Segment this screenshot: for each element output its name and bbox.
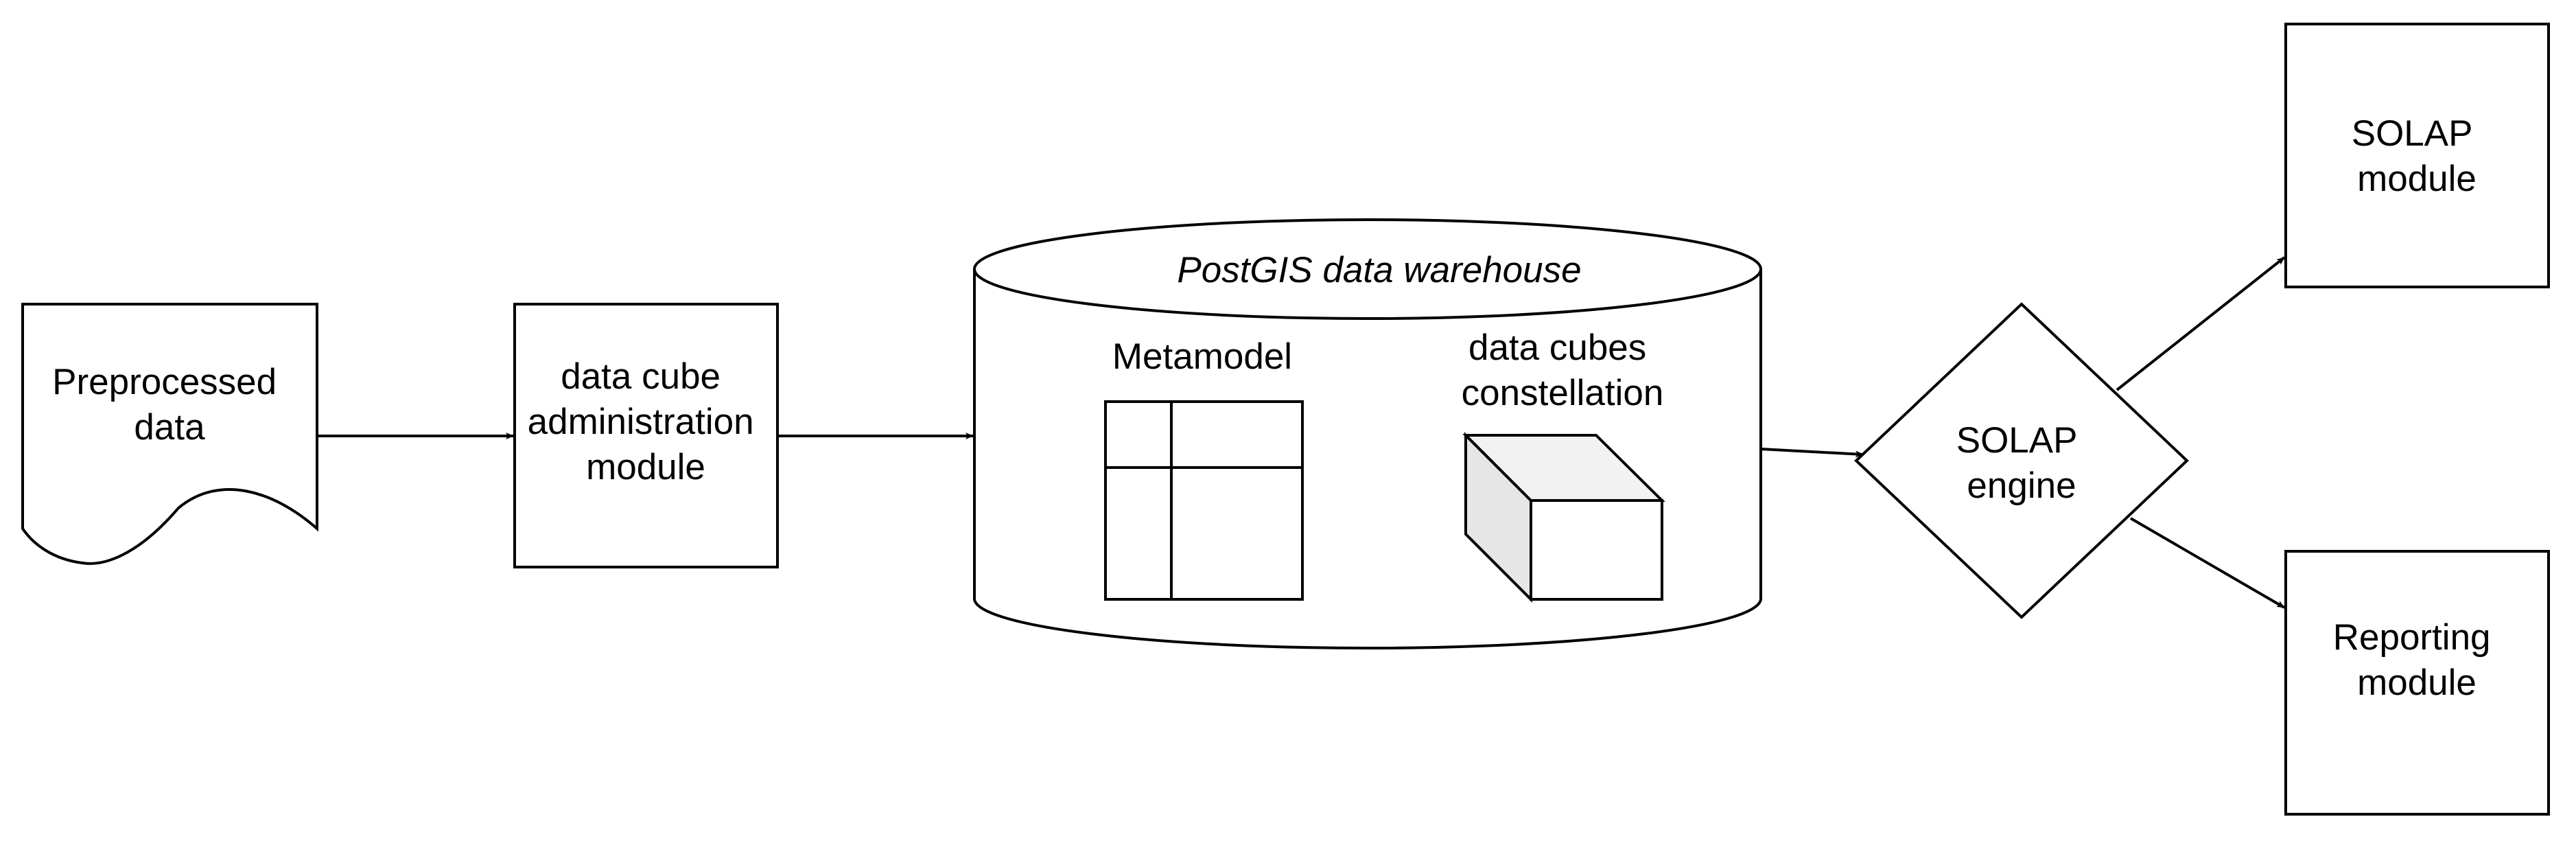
reporting-module-node: Reporting module	[2284, 550, 2550, 816]
admin-module-node: data cube administration module	[513, 303, 779, 568]
cubes-label-line-1: data cubes	[1468, 327, 1646, 368]
solap-module-node: SOLAP module	[2284, 23, 2550, 288]
reporting-label-line-2: module	[2357, 663, 2477, 703]
admin-label-line-3: module	[586, 447, 705, 487]
warehouse-node: PostGIS data warehouse Metamodel data cu…	[973, 218, 1762, 649]
engine-label-line-1: SOLAP	[1956, 420, 2077, 461]
arrow-warehouse-to-engine	[1760, 448, 1864, 458]
cubes-label-line-2: constellation	[1462, 373, 1664, 413]
arrow-engine-to-solap-module	[2116, 256, 2286, 391]
svg-text:data cubes constellation: data cubes constellation	[1462, 327, 1664, 413]
warehouse-title: PostGIS data warehouse	[1177, 250, 1581, 290]
svg-text:SOLAP module: SOLAP module	[2352, 113, 2483, 199]
preprocessed-data-node: Preprocessed data	[21, 303, 318, 565]
solap-module-label-line-2: module	[2357, 159, 2477, 199]
admin-label-line-2: administration	[528, 402, 754, 442]
svg-text:SOLAP engine: SOLAP engine	[1956, 420, 2087, 506]
svg-text:Preprocessed data: Preprocessed data	[52, 362, 287, 448]
solap-module-label-line-1: SOLAP	[2352, 113, 2472, 154]
svg-text:data cube administration: data cube administration module	[528, 356, 764, 487]
reporting-label-line-1: Reporting	[2333, 617, 2491, 658]
solap-engine-node: SOLAP engine	[1854, 302, 2189, 619]
preprocessed-label-line-2: data	[134, 407, 205, 448]
engine-label-line-2: engine	[1967, 465, 2076, 506]
data-cube-icon	[1462, 432, 1665, 603]
metamodel-label: Metamodel	[1112, 336, 1292, 377]
preprocessed-label-line-1: Preprocessed	[52, 362, 277, 402]
arrow-engine-to-reporting	[2129, 517, 2286, 609]
admin-label-line-1: data cube	[561, 356, 721, 397]
metamodel-table-icon	[1104, 400, 1304, 601]
svg-text:Reporting module: Reporting module	[2333, 617, 2501, 703]
